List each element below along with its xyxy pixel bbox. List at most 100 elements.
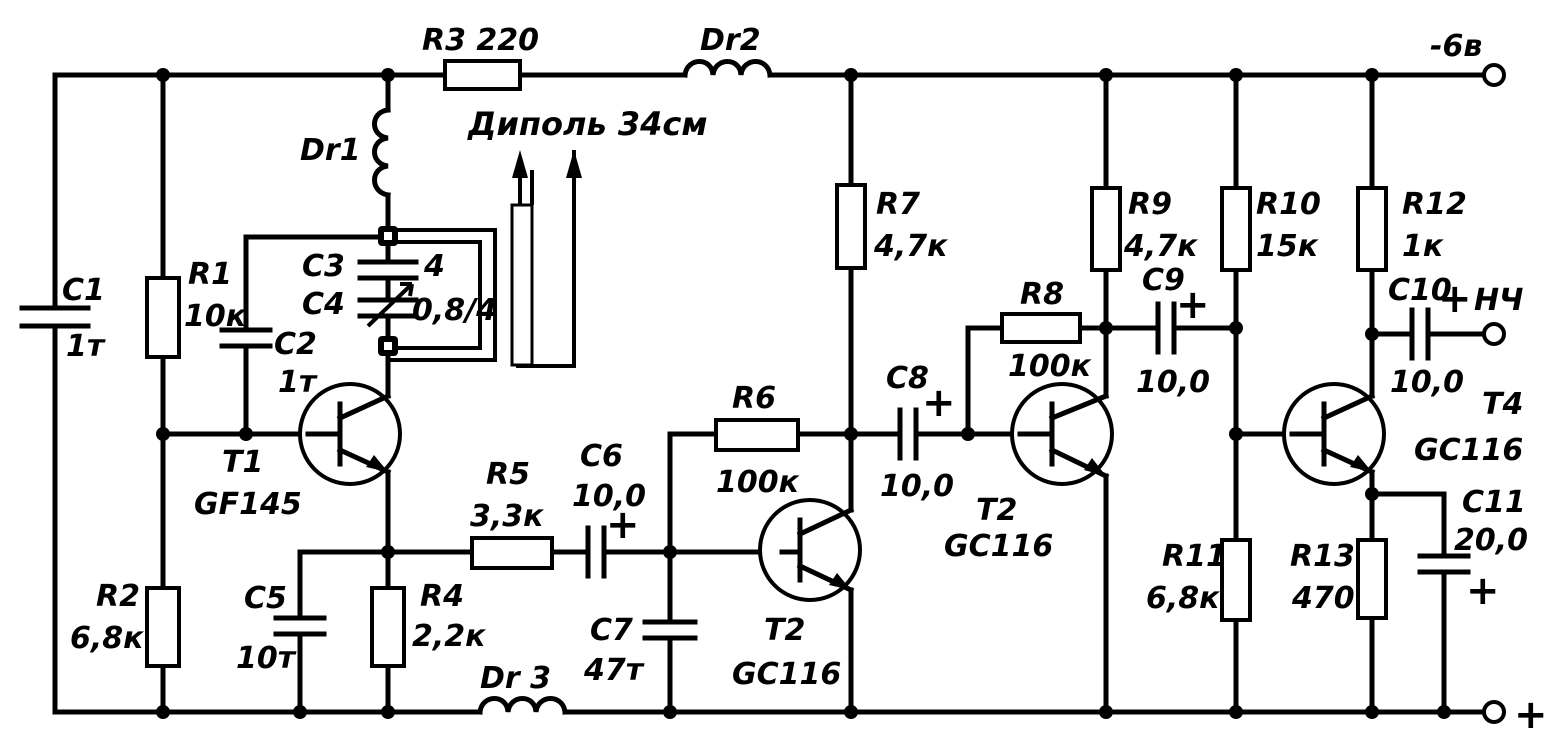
c6-plus-sign: + [606, 502, 640, 548]
capacitor-c4 [357, 297, 419, 319]
label-r2-value: 6,8к [70, 621, 144, 656]
label-r8-value: 100к [1008, 349, 1092, 384]
label-c7-ref: C7 [590, 613, 633, 648]
label-c9-value: 10,0 [1136, 365, 1210, 400]
output-terminal[interactable] [1482, 322, 1506, 346]
resistor-r9 [1090, 186, 1122, 272]
resistor-r12 [1356, 186, 1388, 272]
label-r6-value: 100к [716, 465, 800, 500]
label-c7-value: 47т [583, 653, 645, 688]
resistor-r13 [1356, 538, 1388, 620]
capacitor-c7 [642, 619, 698, 641]
label-c3-value: 4 [423, 249, 445, 284]
resistor-r11 [1220, 538, 1252, 622]
resistor-r3 [443, 59, 522, 91]
label-c11-ref: C11 [1462, 485, 1526, 520]
transistors [298, 382, 1386, 602]
label-r11-value: 6,8к [1146, 581, 1220, 616]
label-dr3: Dr 3 [480, 661, 551, 696]
label-dr1: Dr1 [300, 133, 361, 168]
transistor-t4 [1282, 382, 1386, 486]
resistor-r10 [1220, 186, 1252, 272]
label-t1-ref: T1 [222, 445, 263, 480]
label-c5-ref: C5 [244, 581, 287, 616]
inductor-dr3 [477, 696, 568, 715]
label-c4-value: 0,8/4 [412, 293, 497, 328]
resistor-r1 [145, 276, 181, 359]
label-t2b-ref: T2 [976, 493, 1017, 528]
label-r4-value: 2,2к [412, 619, 486, 654]
label-r2-ref: R2 [96, 579, 140, 614]
supply-terminal[interactable] [1482, 63, 1506, 87]
resistor-r5 [470, 536, 554, 570]
capacitor-c10 [1409, 307, 1431, 361]
label-r4-ref: R4 [420, 579, 464, 614]
label-r9-value: 4,7к [1123, 229, 1198, 264]
labels: R3 220 Dr2 -6в Dr1 Диполь 34см C1 1т R1 … [62, 23, 1548, 738]
label-c10-value: 10,0 [1390, 365, 1464, 400]
label-r13-value: 470 [1291, 581, 1355, 616]
capacitor-c8 [897, 407, 919, 461]
label-r10-value: 15к [1256, 229, 1319, 264]
inductors [372, 59, 773, 715]
label-c3-ref: C3 [302, 249, 345, 284]
label-t1-type: GF145 [194, 487, 302, 522]
capacitor-c6 [585, 525, 607, 579]
label-c2-value: 1т [278, 365, 318, 400]
label-c11-value: 20,0 [1454, 523, 1528, 558]
label-c10-ref: C10 [1388, 273, 1452, 308]
c8-plus-sign: + [922, 380, 956, 426]
label-t4-ref: T4 [1482, 387, 1523, 422]
label-r6-ref: R6 [732, 381, 776, 416]
label-t2b-type: GC116 [944, 529, 1053, 564]
resistor-r8 [1000, 312, 1082, 344]
junctions [156, 68, 1451, 719]
terminals [1482, 63, 1506, 724]
c9-plus-sign: + [1176, 282, 1210, 328]
ground-plus-sign: + [1514, 692, 1548, 738]
label-r5-ref: R5 [486, 457, 530, 492]
capacitor-c2 [219, 327, 273, 349]
label-r7-value: 4,7к [873, 229, 948, 264]
label-c2-ref: C2 [274, 327, 317, 362]
label-r5-value: 3,3к [470, 499, 544, 534]
transistor-t2-stage2 [758, 498, 862, 602]
label-c9-ref: C9 [1142, 263, 1185, 298]
resistor-r6 [714, 418, 800, 452]
capacitor-c11 [1417, 553, 1471, 575]
label-supply: -6в [1430, 29, 1482, 64]
inductor-dr1 [372, 107, 391, 198]
label-t2a-type: GC116 [732, 657, 841, 692]
capacitor-c3 [357, 259, 419, 281]
label-r3: R3 220 [422, 23, 539, 58]
label-c6-ref: C6 [580, 439, 623, 474]
label-r13-ref: R13 [1290, 539, 1355, 574]
ground-terminal[interactable] [1482, 700, 1506, 724]
capacitor-c1 [19, 305, 91, 329]
transistor-t2-stage3 [1010, 382, 1114, 486]
label-r11-ref: R11 [1162, 539, 1227, 574]
label-c6-value: 10,0 [572, 479, 646, 514]
c2-wire [243, 234, 381, 437]
label-c1-value: 1т [66, 329, 106, 364]
transistor-t1 [298, 382, 402, 486]
label-r9-ref: R9 [1128, 187, 1172, 222]
label-c5-value: 10т [236, 641, 297, 676]
r8-wire [965, 325, 1239, 437]
c4-trimmer-arrow [366, 282, 414, 328]
resistors [145, 59, 1388, 668]
capacitor-c5 [273, 615, 327, 637]
label-t2a-ref: T2 [764, 613, 805, 648]
label-r10-ref: R10 [1256, 187, 1321, 222]
label-r12-ref: R12 [1402, 187, 1467, 222]
label-c1-ref: C1 [62, 273, 105, 308]
label-c4-ref: C4 [302, 287, 345, 322]
tank-loop [388, 228, 497, 362]
capacitor-c9 [1155, 301, 1177, 355]
label-dipole: Диполь 34см [467, 105, 707, 143]
c11-plus-sign: + [1466, 568, 1500, 614]
resistor-r2 [145, 586, 181, 668]
c11-wire [1369, 491, 1447, 715]
label-r1-value: 10к [184, 299, 247, 334]
